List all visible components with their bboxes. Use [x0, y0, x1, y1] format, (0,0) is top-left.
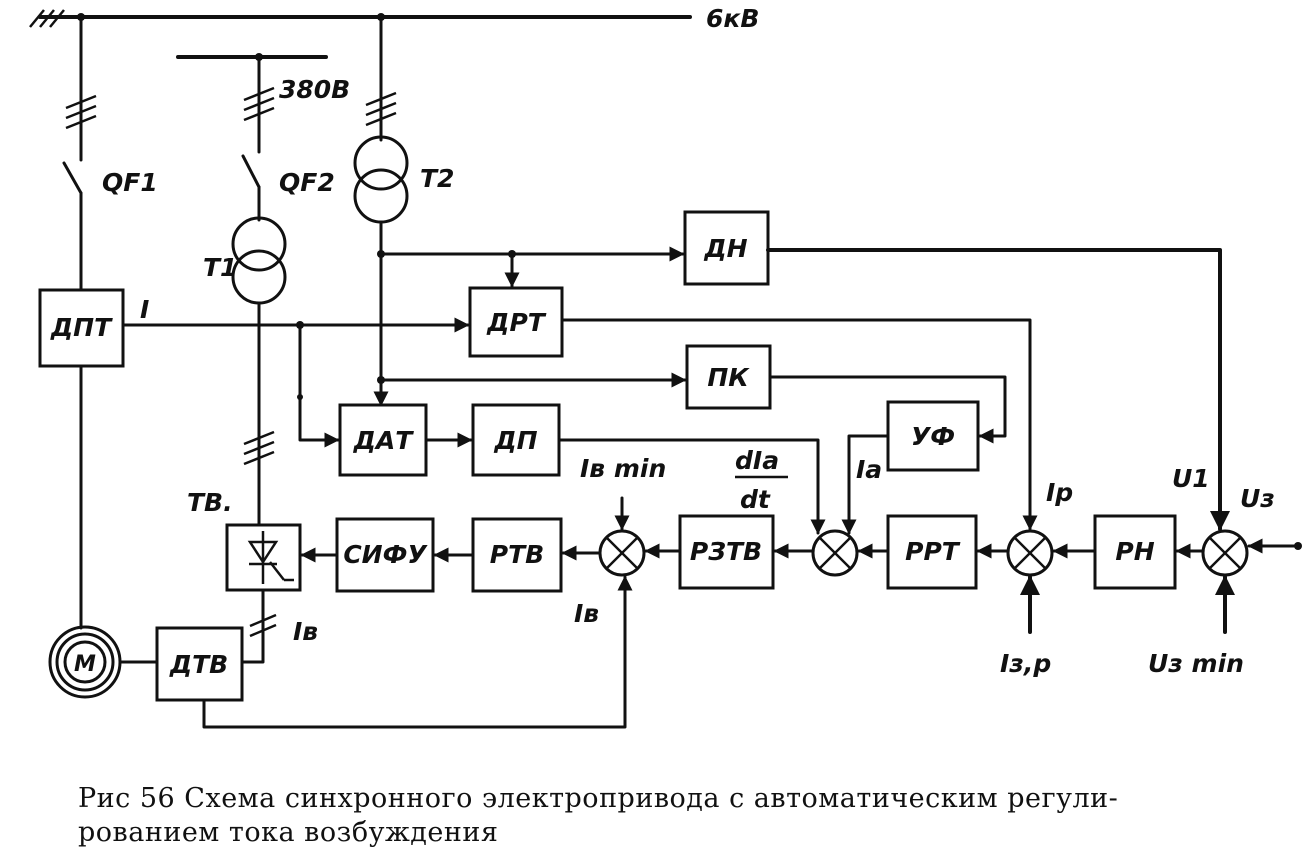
sum-junction-4	[1201, 529, 1249, 577]
block-rtv-label: РТВ	[490, 540, 544, 569]
signal-ib-feedback-label: Iв	[574, 599, 599, 628]
signal-dia-dt: dIа dt	[735, 446, 788, 514]
block-pk-label: ПК	[707, 363, 750, 392]
sum-junction-2	[811, 529, 859, 577]
signal-u1-label: U1	[1172, 464, 1210, 493]
motor-label: M	[74, 652, 96, 677]
block-rrt: РРТ	[886, 514, 978, 590]
qf2-label: QF2	[279, 168, 335, 197]
feeder-qf1	[62, 15, 97, 630]
tv-label: TB.	[187, 488, 233, 517]
block-drt: ДРТ	[468, 286, 564, 358]
block-sifu: СИФУ	[335, 517, 435, 593]
block-dtv: ДТВ	[155, 626, 244, 702]
block-rztv: РЗТВ	[678, 514, 775, 590]
thyristor-exciter	[225, 523, 302, 592]
block-uf-label: УФ	[911, 422, 955, 451]
block-dat: ДАТ	[338, 403, 428, 477]
sum-junction-3	[1006, 529, 1054, 577]
block-dtv-label: ДТВ	[169, 650, 228, 679]
t2-label: T2	[420, 164, 454, 193]
block-rn-label: РН	[1115, 537, 1154, 566]
signal-dia-den: dt	[740, 485, 771, 514]
t1-label: T1	[203, 253, 237, 282]
block-sifu-label: СИФУ	[343, 540, 428, 569]
sum-junction-1	[598, 529, 646, 577]
figure-caption: Рис 56 Схема синхронного электропривода …	[78, 782, 1278, 850]
block-dp-label: ДП	[493, 426, 537, 455]
signal-iz-p-label: Iз,р	[1000, 649, 1051, 678]
signal-ip-label: Iр	[1046, 478, 1073, 507]
block-dp: ДП	[471, 403, 561, 477]
caption-line-2: рованием тока возбуждения	[78, 817, 499, 848]
block-uf: УФ	[886, 400, 980, 472]
signal-dia-num: dIа	[735, 446, 779, 475]
block-dpt-label: ДПТ	[50, 313, 113, 342]
bus-6kv-label: 6кВ	[706, 4, 759, 33]
bus-6kv	[29, 9, 692, 28]
bus-380v	[176, 53, 328, 61]
block-dat-label: ДАТ	[353, 426, 415, 455]
signal-ib-min-label: Iв min	[580, 454, 666, 483]
caption-line-1: Рис 56 Схема синхронного электропривода …	[78, 783, 1119, 814]
signal-uz-min-label: Uз min	[1148, 649, 1244, 678]
block-dn-label: ДН	[703, 234, 747, 263]
block-pk: ПК	[685, 344, 772, 410]
signal-ia-label: Iа	[856, 455, 882, 484]
block-dpt: ДПТ	[38, 288, 125, 368]
block-dn: ДН	[683, 210, 770, 286]
qf1-label: QF1	[102, 168, 158, 197]
block-rtv: РТВ	[471, 517, 563, 593]
signal-lines	[121, 246, 1302, 729]
feeder-qf2	[231, 55, 304, 527]
block-rztv-label: РЗТВ	[690, 537, 762, 566]
signal-uz-label: Uз	[1240, 484, 1275, 513]
block-rn: РН	[1093, 514, 1177, 590]
block-drt-label: ДРТ	[486, 308, 547, 337]
bus-380v-label: 380В	[279, 75, 350, 104]
motor: M	[48, 625, 159, 699]
block-rrt-label: РРТ	[905, 537, 961, 566]
signal-ib-excitation-label: Iв	[293, 617, 318, 646]
signal-i-label: I	[140, 295, 149, 324]
